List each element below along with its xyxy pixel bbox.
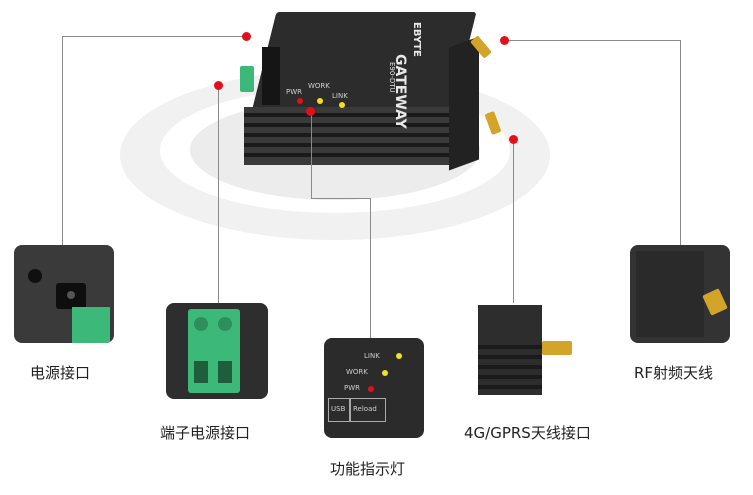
- reload-port-label: Reload: [353, 405, 377, 413]
- device-front-face: [244, 107, 449, 165]
- line-rf-h: [505, 40, 680, 41]
- top-led-pwr: [297, 98, 303, 104]
- device-side-ports: [262, 47, 280, 105]
- thumb-function-indicator: LINK WORK PWR USB Reload: [324, 338, 424, 438]
- dot-gprs: [509, 135, 518, 144]
- led-pwr-light: [368, 386, 374, 392]
- usb-port-box: [328, 398, 350, 422]
- led-link-light: [396, 353, 402, 359]
- terminal-slot-2: [218, 361, 232, 383]
- line-power-h: [62, 36, 246, 37]
- dot-power: [242, 32, 251, 41]
- terminal-slot-1: [194, 361, 208, 383]
- device-top-face: [251, 12, 477, 112]
- rf-device-top: [636, 251, 704, 337]
- label-rf-antenna: RF射频天线: [634, 364, 714, 382]
- terminal-screw-1: [194, 317, 208, 331]
- dot-terminal: [214, 81, 223, 90]
- top-led-link-label: LINK: [332, 92, 348, 100]
- gateway-device: EBYTE GATEWAY E90-DTU PWR WORK LINK: [244, 12, 484, 171]
- device-brand-text: EBYTE: [411, 22, 422, 57]
- dot-indicator: [306, 107, 315, 116]
- label-power-port: 电源接口: [30, 364, 91, 382]
- top-led-link: [339, 102, 345, 108]
- top-led-pwr-label: PWR: [286, 88, 303, 96]
- top-led-work: [317, 98, 323, 104]
- line-indicator-h: [311, 198, 370, 199]
- led-link-label: LINK: [364, 352, 380, 360]
- device-submodel-text: E90-DTU: [388, 62, 396, 93]
- line-rf-v: [680, 40, 681, 245]
- thumb-rf-antenna: [630, 245, 730, 343]
- label-function-indicator: 功能指示灯: [330, 460, 406, 478]
- power-terminal-green: [72, 307, 110, 343]
- reload-port-box: [350, 398, 386, 422]
- label-terminal-power: 端子电源接口: [160, 424, 251, 442]
- label-gprs-antenna: 4G/GPRS天线接口: [464, 424, 591, 442]
- led-work-light: [382, 370, 388, 376]
- thumb-gprs-antenna: [472, 303, 576, 397]
- terminal-screw-2: [218, 317, 232, 331]
- dc-jack-pin: [67, 291, 75, 299]
- thumb-terminal-power: [166, 303, 268, 399]
- led-work-label: WORK: [346, 368, 368, 376]
- gprs-antenna-gold: [542, 341, 572, 355]
- line-indicator-v1: [311, 112, 312, 198]
- top-led-work-label: WORK: [308, 82, 330, 90]
- line-terminal-v: [218, 86, 219, 304]
- power-thumb-hole: [28, 269, 42, 283]
- line-power-v: [62, 36, 63, 248]
- line-gprs-v: [513, 140, 514, 304]
- led-pwr-label: PWR: [344, 384, 361, 392]
- device-side-face: [449, 36, 479, 171]
- usb-port-label: USB: [331, 405, 346, 413]
- gprs-device-body: [478, 305, 542, 395]
- line-indicator-v2: [370, 198, 371, 338]
- main-terminal-block: [240, 66, 254, 92]
- thumb-power-port: [14, 245, 114, 343]
- rf-antenna-gold: [702, 288, 728, 316]
- dot-rf: [500, 36, 509, 45]
